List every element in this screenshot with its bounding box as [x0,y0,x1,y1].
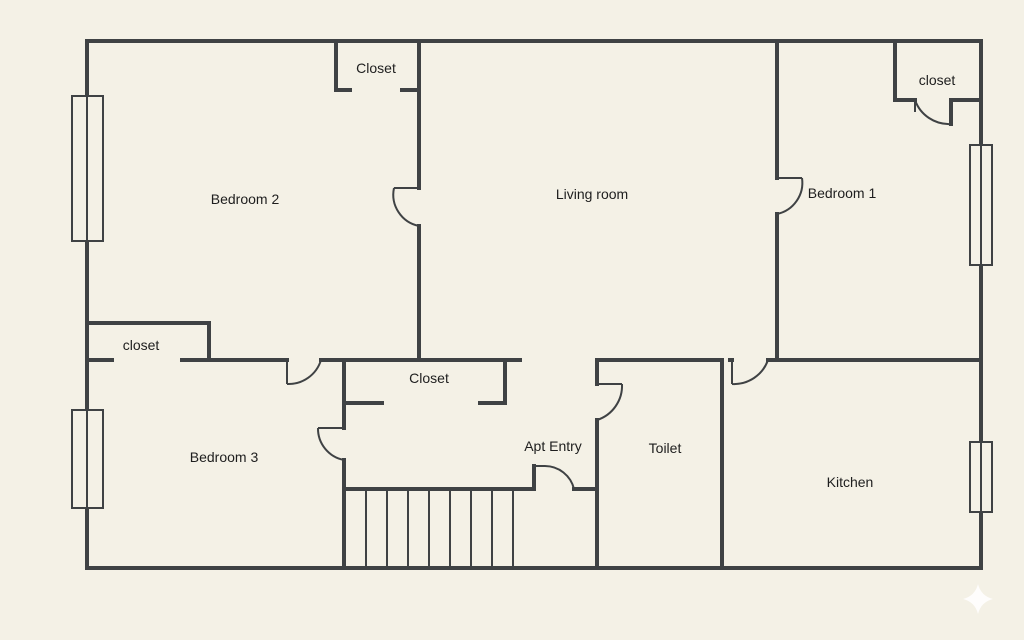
label-closet-bedroom3: closet [123,337,160,353]
door-apt-entry [534,465,575,490]
label-closet-hall: Closet [409,370,449,386]
label-bedroom3: Bedroom 3 [190,449,259,465]
door-closet-bedroom1 [914,99,952,126]
label-apt-entry: Apt Entry [524,438,582,454]
door-bedroom2 [392,187,420,227]
sparkle-icon [963,584,993,614]
label-kitchen: Kitchen [827,474,874,490]
room-labels: Closet Bedroom 2 Living room closet Bedr… [123,60,956,490]
label-bedroom2: Bedroom 2 [211,191,280,207]
doors [286,99,952,490]
door-bedroom3 [286,359,322,386]
label-closet-bedroom2: Closet [356,60,396,76]
label-closet-bedroom1: closet [919,72,956,88]
label-bedroom1: Bedroom 1 [808,185,877,201]
door-bedroom1 [776,177,804,215]
door-toilet [596,383,624,421]
windows [71,95,993,513]
door-kitchen [731,359,769,386]
door-hall-bedroom3 [316,427,345,461]
label-toilet: Toilet [649,440,682,456]
label-living-room: Living room [556,186,628,202]
staircase [365,489,514,568]
interior-walls [85,39,983,570]
